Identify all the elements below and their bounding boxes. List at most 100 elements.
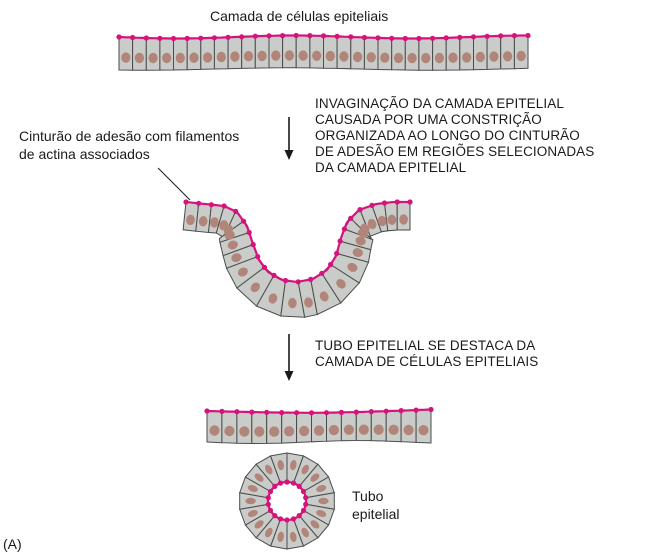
fold-sheet-nucleus — [304, 297, 313, 308]
fold-sheet-junction-dot — [246, 229, 252, 236]
tube-junction-dot — [290, 516, 297, 522]
tube-nucleus — [254, 520, 264, 529]
tube-nucleus — [316, 510, 327, 517]
top-sheet-nucleus — [271, 50, 281, 61]
tube-junction-dot — [284, 479, 290, 485]
top-sheet-nucleus — [230, 51, 240, 62]
top-sheet-junction-dot — [457, 34, 463, 41]
top-sheet-junction-dot — [130, 34, 136, 41]
top-sheet-junction-dot — [116, 34, 122, 40]
tube-nucleus — [264, 464, 273, 475]
tube-junction-dot — [265, 501, 271, 507]
lower-sheet-junction-dot — [398, 408, 404, 414]
fold-sheet-nucleus — [227, 240, 238, 250]
lower-sheet-junction-dot — [264, 409, 270, 415]
lower-sheet-junction-dot — [413, 407, 419, 413]
lower-sheet-nucleus — [209, 425, 220, 436]
lower-sheet-junction-dot — [308, 410, 315, 416]
top-sheet-junction-dot — [266, 33, 272, 39]
fold-sheet-junction-dot — [261, 264, 268, 270]
top-sheet-junction-dot — [293, 32, 299, 39]
top-sheet-nucleus — [352, 51, 363, 63]
fold-sheet-junction-dot — [369, 202, 375, 208]
fold-sheet-nucleus — [224, 230, 235, 240]
fold-sheet-nucleus — [231, 253, 242, 263]
fold-sheet-junction-dot — [357, 207, 363, 213]
step1-caption-line4: DE ADESÃO EM REGIÕES SELECIONADAS — [315, 144, 595, 159]
tube-junction-dot — [267, 488, 274, 495]
top-sheet-nucleus — [189, 52, 199, 63]
top-sheet-nucleus — [325, 50, 335, 62]
top-sheet-junction-dot — [225, 34, 231, 40]
tube-label-line2: epitelial — [352, 506, 400, 522]
top-sheet-nucleus — [380, 52, 390, 63]
fold-sheet-nucleus — [210, 217, 219, 228]
fold-sheet-junction-dot — [255, 254, 261, 260]
lower-sheet-nucleus — [388, 424, 399, 435]
fold-sheet-junction-dot — [241, 218, 247, 224]
lower-sheet-nucleus — [224, 425, 235, 437]
top-title: Camada de células epiteliais — [210, 8, 389, 24]
resealed-epithelial-sheet — [204, 406, 434, 445]
fold-sheet-junction-dot — [271, 272, 277, 278]
lower-sheet-nucleus — [418, 425, 429, 436]
tube-nucleus — [277, 459, 284, 471]
top-sheet-junction-dot — [184, 35, 190, 42]
tube-junction-dot — [272, 513, 278, 519]
lower-sheet-nucleus — [254, 426, 265, 437]
top-sheet-junction-dot — [361, 34, 367, 41]
top-sheet-nucleus — [216, 51, 226, 63]
lower-sheet-nucleus — [343, 424, 354, 435]
fold-sheet-nucleus — [387, 214, 397, 225]
fold-sheet-nucleus — [288, 297, 297, 309]
lower-sheet-nucleus — [328, 424, 339, 436]
step1-caption-line3: ORGANIZADA AO LONGO DO CINTURÃO — [315, 128, 580, 143]
lower-sheet-nucleus — [313, 425, 325, 436]
tube-nucleus — [301, 527, 310, 538]
fold-sheet-nucleus — [250, 282, 260, 293]
fold-sheet-nucleus — [268, 293, 278, 304]
panel-label: (A) — [3, 536, 22, 552]
top-sheet-nucleus — [448, 52, 458, 63]
top-sheet-junction-dot — [320, 33, 327, 39]
top-sheet-nucleus — [366, 52, 376, 63]
top-sheet-junction-dot — [470, 34, 477, 40]
fold-sheet-junction-dot — [334, 250, 340, 256]
top-sheet-nucleus — [202, 52, 213, 63]
top-sheet-nucleus — [339, 51, 349, 62]
top-sheet-junction-dot — [389, 35, 395, 41]
lower-sheet-junction-dot — [204, 408, 210, 414]
leader-line — [157, 167, 191, 201]
tube-nucleus — [247, 485, 258, 492]
lower-sheet-junction-dot — [338, 409, 344, 415]
top-sheet-junction-dot — [498, 33, 504, 39]
top-sheet-junction-dot — [430, 35, 436, 41]
lower-sheet-nucleus — [284, 426, 295, 437]
fold-sheet-nucleus — [186, 214, 195, 226]
step2-caption-line1: TUBO EPITELIAL SE DESTACA DA — [315, 338, 536, 353]
epithelial-tube — [239, 452, 335, 550]
fold-sheet-nucleus — [319, 291, 329, 302]
lower-sheet-adhesion-belt — [206, 408, 432, 414]
tube-nucleus — [245, 497, 256, 505]
fold-sheet-nucleus — [352, 248, 363, 258]
lower-sheet-nucleus — [239, 426, 250, 437]
top-sheet-nucleus — [516, 50, 526, 62]
fold-sheet-junction-dot — [221, 203, 227, 209]
fold-sheet-junction-dot — [337, 238, 343, 244]
adhesion-belt-label-line1: Cinturão de adesão com filamentos — [19, 128, 240, 144]
top-sheet-junction-dot — [525, 32, 531, 39]
tube-nucleus — [290, 459, 297, 471]
top-sheet-junction-dot — [511, 33, 517, 39]
tube-nucleus — [310, 473, 320, 482]
top-sheet-junction-dot — [239, 34, 245, 40]
fold-sheet-nucleus — [355, 236, 366, 246]
fold-sheet-nucleus — [198, 216, 208, 227]
top-sheet-nucleus — [148, 52, 158, 64]
top-sheet-nucleus — [162, 52, 172, 64]
top-sheet-nucleus — [121, 52, 131, 63]
top-sheet-junction-dot — [170, 35, 177, 42]
fold-sheet-junction-dot — [183, 199, 189, 205]
tube-nucleus — [247, 510, 258, 517]
tube-junction-dot — [296, 483, 302, 489]
